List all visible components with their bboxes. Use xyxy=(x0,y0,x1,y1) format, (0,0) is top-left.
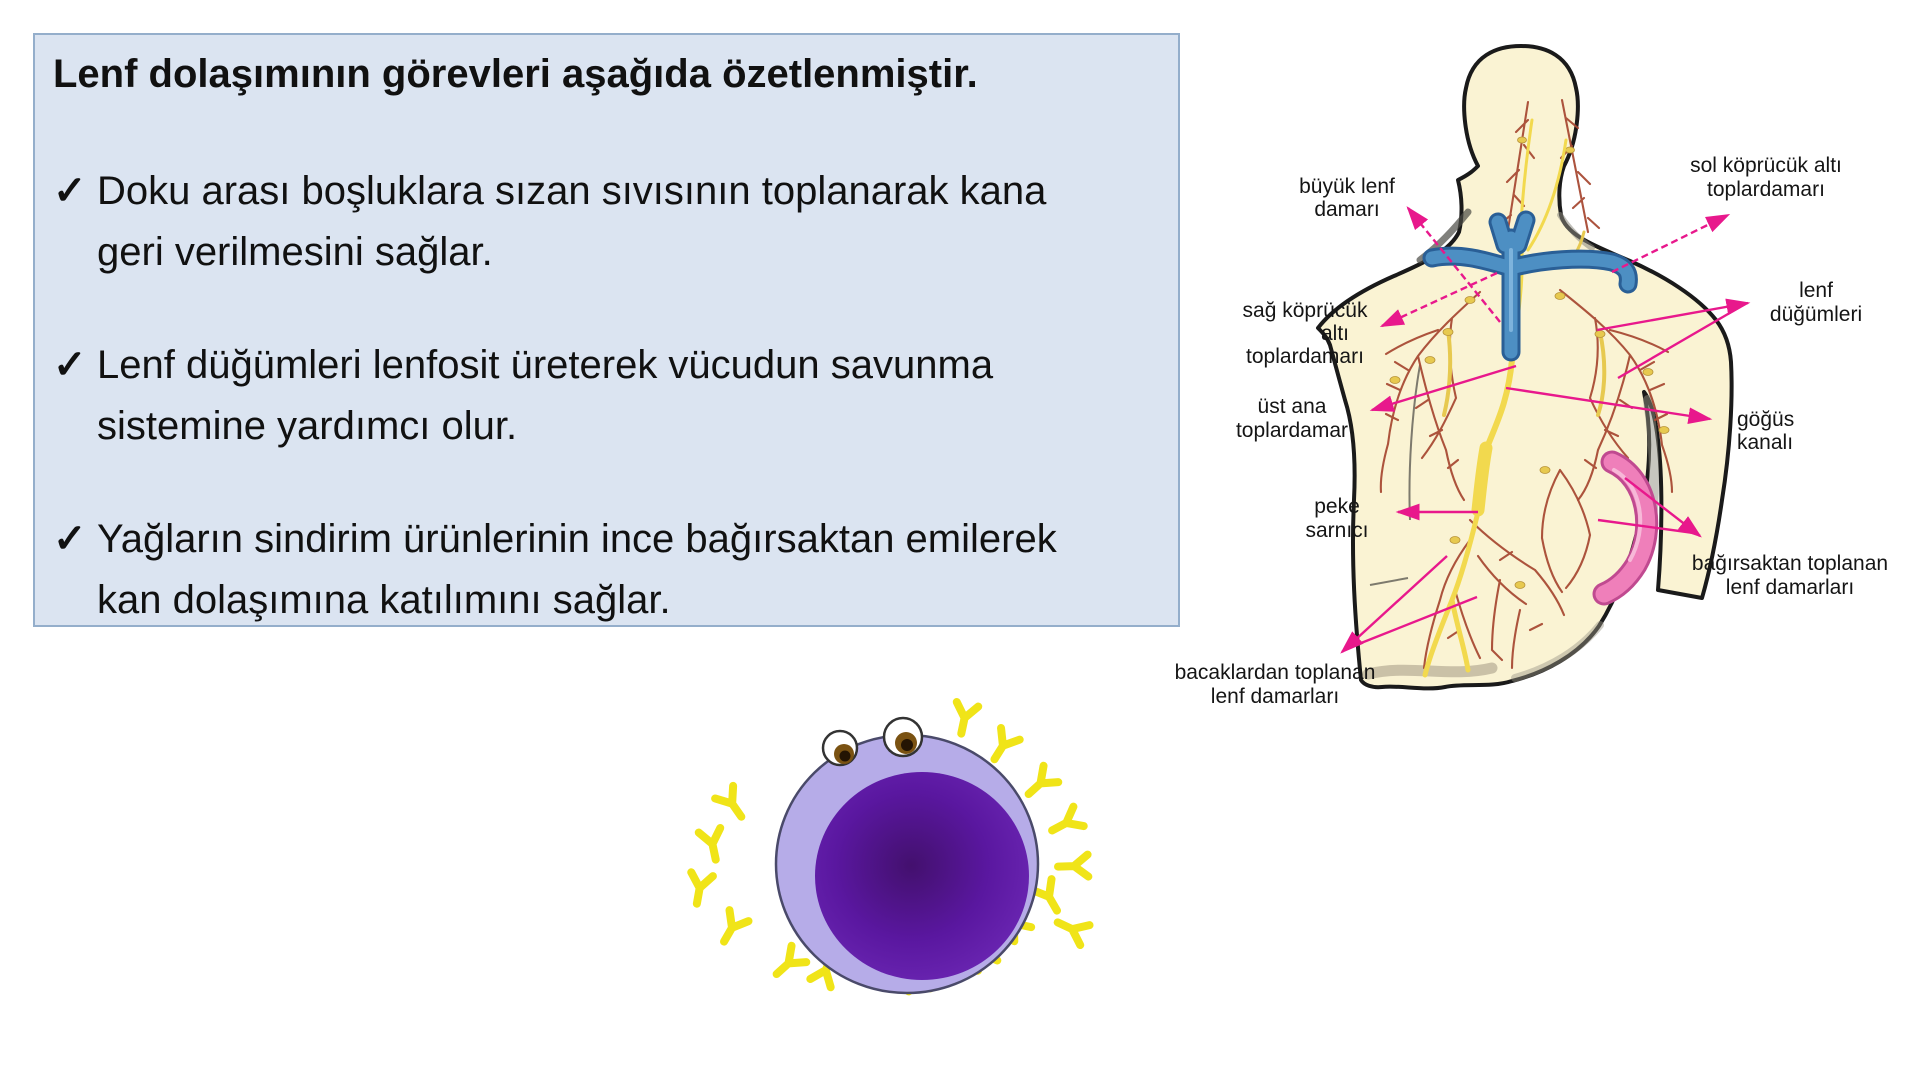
label-sag-koprucuk: toplardamarı xyxy=(1246,345,1364,368)
left-arm-line xyxy=(1369,364,1421,586)
arrow-bagirsaktan-1 xyxy=(1624,477,1702,538)
right-eye-icon xyxy=(882,716,924,758)
summary-panel: Lenf dolaşımının görevleri aşağıda özetl… xyxy=(33,33,1180,627)
bullet-line: Lenf düğümleri lenfosit üreterek vücudun… xyxy=(97,343,994,387)
arrow-gogus-kanali xyxy=(1505,386,1713,425)
label-sag-koprucuk: sağ köprücük xyxy=(1243,299,1368,322)
label-bacaklardan: lenf damarları xyxy=(1211,685,1339,708)
arrow-bacaklardan-2 xyxy=(1345,595,1478,651)
bullet-item: ✓ Doku arası boşluklara sızan sıvısının … xyxy=(53,161,1158,283)
checkmark-icon: ✓ xyxy=(53,169,87,213)
label-lenf-dugumleri: lenf xyxy=(1799,279,1833,302)
left-eye-icon xyxy=(821,729,859,767)
lymphocyte-cartoon xyxy=(660,690,1100,1030)
label-buyuk-lenf: damarı xyxy=(1314,198,1379,221)
bullet-text: Yağların sindirim ürünlerinin ince bağır… xyxy=(97,509,1057,631)
bullet-text: Lenf düğümleri lenfosit üreterek vücudun… xyxy=(97,335,993,457)
panel-title: Lenf dolaşımının görevleri aşağıda özetl… xyxy=(53,52,978,96)
leader-arrows xyxy=(1340,206,1751,654)
arrow-lenf-dugumleri-2 xyxy=(1617,305,1741,380)
arrow-buyuk-lenf xyxy=(1406,206,1501,323)
intestine-segment xyxy=(1592,450,1659,606)
bullet-line: geri verilmesini sağlar. xyxy=(97,230,493,274)
label-bagirsaktan: bağırsaktan toplanan xyxy=(1692,552,1888,575)
label-gogus-kanali: göğüs xyxy=(1737,408,1794,431)
bottom-shadow xyxy=(1362,662,1498,680)
label-sol-koprucuk: sol köprücük altı xyxy=(1690,154,1842,177)
label-bacaklardan: bacaklardan toplanan xyxy=(1175,661,1376,684)
lymphocyte-illustration xyxy=(660,690,1100,1030)
lymphatic-system-illustration: büyük lenf damarı sol köprücük altı topl… xyxy=(1175,44,1888,708)
subclavian-vein xyxy=(1422,210,1638,362)
cell-nucleus xyxy=(815,772,1029,980)
lymph-streaks xyxy=(1442,328,1607,417)
label-sol-koprucuk: toplardamarı xyxy=(1707,178,1825,201)
bullet-line: Yağların sindirim ürünlerinin ince bağır… xyxy=(97,517,1057,561)
label-peke-sarnici: peke xyxy=(1314,495,1360,518)
lymphatic-system-diagram: büyük lenf damarı sol köprücük altı topl… xyxy=(1000,0,1920,780)
arrow-bacaklardan-1 xyxy=(1340,555,1448,654)
checkmark-icon: ✓ xyxy=(53,517,87,561)
hip-shadow xyxy=(1511,621,1604,682)
cisterna-chyli xyxy=(1471,441,1493,517)
label-ust-ana: toplardamar xyxy=(1236,419,1348,442)
diagram-labels: büyük lenf damarı sol köprücük altı topl… xyxy=(1175,154,1888,708)
lymph-nodes xyxy=(1389,136,1670,589)
bullet-item: ✓ Yağların sindirim ürünlerinin ince bağ… xyxy=(53,509,1158,631)
label-bagirsaktan: lenf damarları xyxy=(1726,576,1854,599)
arrow-sag-koprucuk xyxy=(1379,271,1498,328)
bullet-line: sistemine yardımcı olur. xyxy=(97,404,518,448)
bullet-line: Doku arası boşluklara sızan sıvısının to… xyxy=(97,169,1047,213)
right-chest-lymph-vessels xyxy=(1558,288,1674,502)
label-peke-sarnici: sarnıcı xyxy=(1305,519,1368,542)
bullet-line: kan dolaşımına katılımını sağlar. xyxy=(97,578,671,622)
neck-shadow-right xyxy=(1557,212,1595,251)
label-sag-koprucuk: altı xyxy=(1321,322,1349,345)
arrow-bagirsaktan-2 xyxy=(1597,518,1695,535)
label-ust-ana: üst ana xyxy=(1258,395,1327,418)
arrow-ust-ana xyxy=(1369,364,1517,412)
label-buyuk-lenf: büyük lenf xyxy=(1299,175,1395,198)
checkmark-icon: ✓ xyxy=(53,343,87,387)
label-gogus-kanali: kanalı xyxy=(1737,431,1793,454)
label-lenf-dugumleri: düğümleri xyxy=(1770,303,1862,326)
abdomen-lymph-vessels xyxy=(1422,518,1566,670)
bullet-text: Doku arası boşluklara sızan sıvısının to… xyxy=(97,161,1046,283)
arrow-lenf-dugumleri-1 xyxy=(1596,298,1751,332)
intestinal-lymph-vessels xyxy=(1540,468,1592,594)
bullet-item: ✓ Lenf düğümleri lenfosit üreterek vücud… xyxy=(53,335,1158,457)
